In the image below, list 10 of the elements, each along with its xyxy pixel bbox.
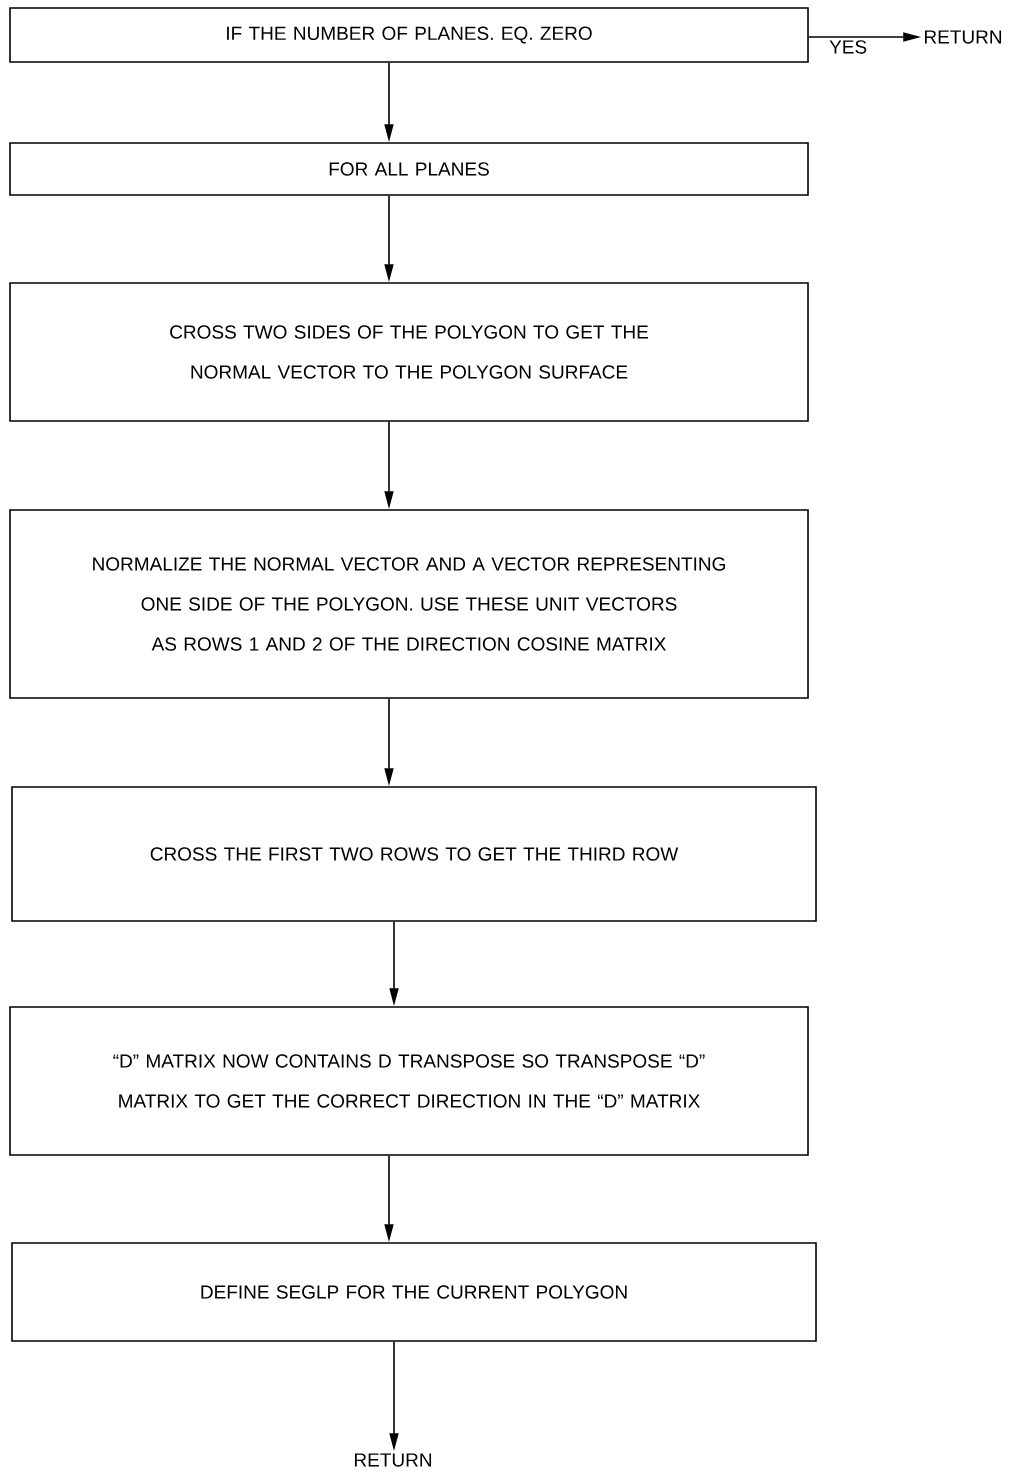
process-box: IF THE NUMBER OF PLANES. EQ. ZERO [9, 7, 809, 63]
process-box: DEFINE SEGLP FOR THE CURRENT POLYGON [11, 1242, 817, 1342]
edge-label: YES [829, 40, 867, 54]
process-box: CROSS THE FIRST TWO ROWS TO GET THE THIRD ROW [11, 786, 817, 922]
terminal-label: RETURN [354, 1453, 432, 1467]
process-box: “D” MATRIX NOW CONTAINS D TRANSPOSE SO TRANSPOSE “D” MATRIX TO GET THE CORRECT DIRECTION IN THE “D” MATRIX [9, 1006, 809, 1156]
process-box: FOR ALL PLANES [9, 142, 809, 196]
terminal-label: RETURN [925, 30, 1002, 44]
process-box: NORMALIZE THE NORMAL VECTOR AND A VECTOR REPRESENTING ONE SIDE OF THE POLYGON. USE THESE UNIT VECTORS AS ROWS 1 AND 2 OF THE DIRECTION COSINE MATRIX [9, 509, 809, 699]
process-box: CROSS TWO SIDES OF THE POLYGON TO GET THE NORMAL VECTOR TO THE POLYGON SURFACE [9, 282, 809, 422]
